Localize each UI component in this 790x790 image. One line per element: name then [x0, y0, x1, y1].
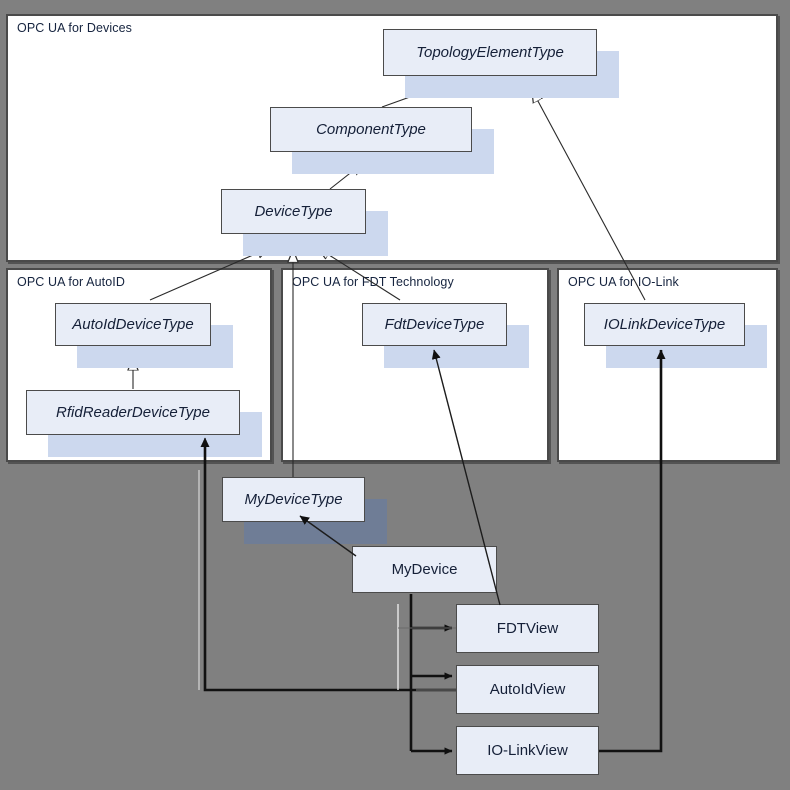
class-name: MyDeviceType: [244, 491, 343, 508]
class-box-fdtview[interactable]: FDTView: [456, 604, 599, 653]
class-box-iolinkview[interactable]: IO-LinkView: [456, 726, 599, 775]
package-label: OPC UA for IO-Link: [568, 275, 679, 289]
class-name: AutoIdDeviceType: [72, 316, 194, 333]
edge-fdtdevicetype-to-devicetype: [318, 248, 401, 301]
edge-autoidview-to-rfidreaderdevicetype: [203, 440, 456, 692]
class-box-devicetype[interactable]: DeviceType: [221, 189, 366, 234]
class-box-iolinkdevicetype[interactable]: IOLinkDeviceType: [584, 303, 745, 346]
class-box-autoidview[interactable]: AutoIdView: [456, 665, 599, 714]
package-label: OPC UA for AutoID: [17, 275, 125, 289]
class-name: AutoIdView: [489, 681, 566, 698]
class-name: ComponentType: [316, 121, 426, 138]
class-box-mydevicetype[interactable]: MyDeviceType: [222, 477, 365, 522]
edge-iolinkview-to-iolinkdevicetype: [599, 350, 663, 753]
class-name: IOLinkDeviceType: [603, 316, 726, 333]
edge-autoiddevicetype-to-devicetype: [149, 248, 269, 301]
class-box-fdtdevicetype[interactable]: FdtDeviceType: [362, 303, 507, 346]
edge-iolinkdevicetype-to-topologyelementtype: [532, 90, 646, 301]
class-name: MyDevice: [391, 561, 458, 578]
class-name: FDTView: [496, 620, 559, 637]
class-box-rfidreaderdevicetype[interactable]: RfidReaderDeviceType: [26, 390, 240, 435]
edge-fdtview-to-fdtdevicetype: [431, 349, 501, 606]
class-name: IO-LinkView: [487, 742, 568, 759]
class-box-componenttype[interactable]: ComponentType: [270, 107, 472, 152]
class-name: RfidReaderDeviceType: [56, 404, 210, 421]
class-box-mydevice[interactable]: MyDevice: [352, 546, 497, 593]
package-label: OPC UA for Devices: [17, 21, 133, 35]
class-name: TopologyElementType: [416, 44, 564, 61]
class-box-topologyelementtype[interactable]: TopologyElementType: [383, 29, 597, 76]
package-label: OPC UA for FDT Technology: [292, 275, 454, 289]
class-name: FdtDeviceType: [384, 316, 485, 333]
class-name: DeviceType: [254, 203, 333, 220]
edge-mydevice-to-mydevicetype: [299, 515, 357, 557]
class-box-autoiddevicetype[interactable]: AutoIdDeviceType: [55, 303, 211, 346]
